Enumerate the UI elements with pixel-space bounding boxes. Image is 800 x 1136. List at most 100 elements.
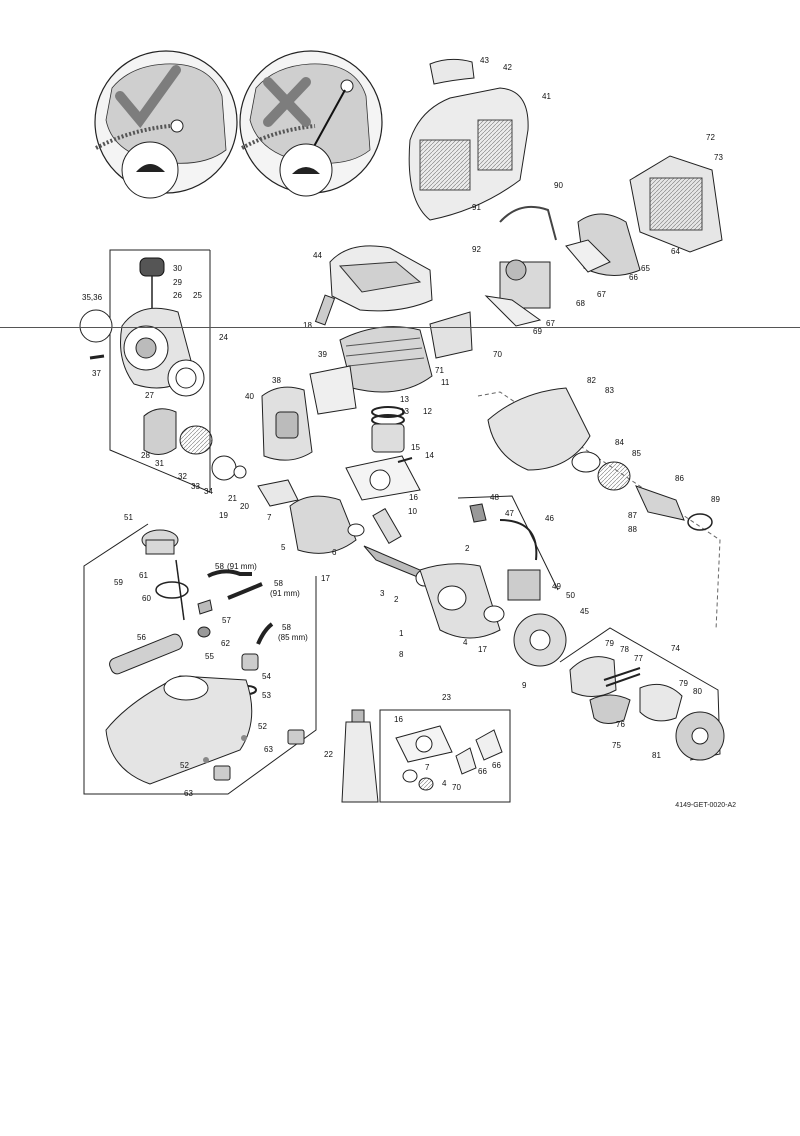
callout-label: 35,36	[82, 293, 103, 302]
callout-label: 76	[616, 720, 625, 729]
callout-label: 68	[576, 299, 585, 308]
callout-label: 15	[411, 443, 420, 452]
top-handle-cover	[314, 245, 433, 326]
page-fold-line	[0, 327, 800, 328]
callout-label: 89	[711, 495, 720, 504]
callout-label: 18	[303, 321, 312, 330]
callout-label: 7	[425, 763, 430, 772]
callout-label: 85	[632, 449, 641, 458]
callout-label: 2	[394, 595, 399, 604]
callout-label: (91 mm)	[227, 562, 257, 571]
callout-label: 61	[139, 571, 148, 580]
callout-label: 26	[173, 291, 182, 300]
inspection-incorrect	[239, 50, 383, 197]
callout-label: 14	[425, 451, 434, 460]
clutch-assembly	[569, 656, 725, 761]
cross-icon	[263, 77, 311, 127]
callout-label: 45	[580, 607, 589, 616]
checkmark-icon	[115, 65, 181, 129]
callout-label: 2	[465, 544, 470, 553]
callout-label: 82	[587, 376, 596, 385]
callout-label: 32	[178, 472, 187, 481]
callout-label: 91	[472, 203, 481, 212]
callout-label: 56	[137, 633, 146, 642]
callout-label: 52	[180, 761, 189, 770]
callout-label: 79	[605, 639, 614, 648]
callout-label: 30	[173, 264, 182, 273]
callout-label: 71	[435, 366, 444, 375]
gasket-set-frame	[379, 709, 511, 803]
callout-label: 84	[615, 438, 624, 447]
callout-label: 13	[400, 395, 409, 404]
spark-plug	[314, 294, 336, 326]
callout-label: 34	[204, 487, 213, 496]
callout-label: 20	[240, 502, 249, 511]
callout-label: 55	[205, 652, 214, 661]
callout-label: 4	[442, 779, 447, 788]
callout-label: 60	[142, 594, 151, 603]
starter-assembly-frame	[109, 249, 211, 493]
callout-label: 65	[641, 264, 650, 273]
callout-label: 11	[441, 378, 450, 387]
callout-label: 33	[191, 482, 200, 491]
sealant-tube	[341, 709, 379, 803]
callout-label: 57	[222, 616, 231, 625]
callout-label: 54	[262, 672, 271, 681]
callout-label: 40	[245, 392, 254, 401]
callout-label: 80	[693, 687, 702, 696]
callout-label: 66	[492, 761, 501, 770]
callout-label: 66	[629, 273, 638, 282]
callout-label: 3	[380, 589, 385, 598]
callout-label: 63	[264, 745, 273, 754]
callout-label: 27	[145, 391, 154, 400]
callout-label: 63	[184, 789, 193, 798]
callout-label: 6	[332, 548, 337, 557]
callout-label: 69	[533, 327, 542, 336]
callout-label: 78	[620, 645, 629, 654]
callout-label: 59	[114, 578, 123, 587]
gasket-set	[395, 725, 503, 791]
callout-label: 66	[478, 767, 487, 776]
callout-label: 72	[706, 133, 715, 142]
callout-label: 8	[399, 650, 404, 659]
callout-label: 43	[480, 56, 489, 65]
callout-label: 7	[267, 513, 272, 522]
callout-label: 19	[219, 511, 228, 520]
callout-label: 13	[400, 407, 409, 416]
callout-label: 86	[675, 474, 684, 483]
carburetor	[429, 259, 551, 359]
callout-label: 9	[522, 681, 527, 690]
callout-label: 77	[634, 654, 643, 663]
callout-label: 64	[671, 247, 680, 256]
callout-label: 73	[714, 153, 723, 162]
callout-label: 42	[503, 63, 512, 72]
callout-label: (91 mm)	[270, 589, 300, 598]
callout-label: 50	[566, 591, 575, 600]
callout-label: 67	[546, 319, 555, 328]
callout-label: 23	[442, 693, 451, 702]
callout-label: 92	[472, 245, 481, 254]
fan-housing	[477, 387, 721, 631]
callout-label: 4	[463, 638, 468, 647]
callout-label: 29	[173, 278, 182, 287]
callout-label: 74	[671, 644, 680, 653]
callout-label: 22	[324, 750, 333, 759]
callout-label: 81	[652, 751, 661, 760]
callout-label: 12	[423, 407, 432, 416]
callout-label: 48	[490, 493, 499, 502]
callout-label: 90	[554, 181, 563, 190]
callout-label: 70	[452, 783, 461, 792]
cylinder-and-muffler	[261, 326, 433, 501]
callout-label: 58	[274, 579, 283, 588]
ignition-module	[457, 495, 567, 667]
fuel-tank-frame	[83, 523, 317, 795]
starter-assembly	[79, 257, 247, 481]
callout-label: 53	[262, 691, 271, 700]
callout-label: 17	[321, 574, 330, 583]
callout-label: 51	[124, 513, 133, 522]
callout-label: 10	[408, 507, 417, 516]
callout-label: (85 mm)	[278, 633, 308, 642]
